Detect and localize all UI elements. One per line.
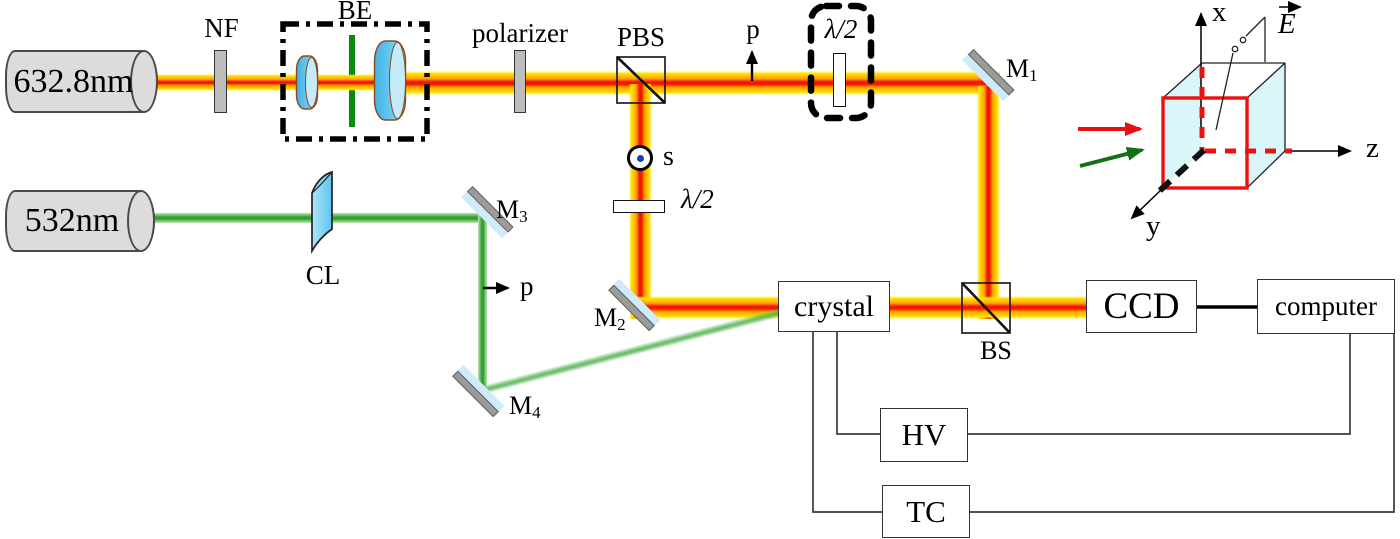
x-axis-label: x bbox=[1212, 0, 1227, 28]
halfwave-plate-top bbox=[833, 53, 846, 107]
laser-532nm-label: 532nm bbox=[24, 202, 120, 239]
be-lens-small bbox=[295, 55, 319, 110]
be-lens-large bbox=[373, 40, 407, 121]
pbs-label: PBS bbox=[616, 22, 666, 52]
laser-632nm-label: 632.8nm bbox=[13, 62, 134, 100]
laser-532nm: 532nm bbox=[5, 190, 155, 252]
wire-tc-computer bbox=[970, 334, 1395, 513]
polarizer-label: polarizer bbox=[472, 18, 568, 48]
computer-label: computer bbox=[1275, 291, 1377, 321]
polarizer-plate bbox=[514, 50, 526, 113]
halfwave-top-label: λ/2 bbox=[824, 14, 858, 44]
green-input-arrow bbox=[1079, 146, 1145, 168]
m3-label: M3 bbox=[496, 195, 528, 226]
cylindrical-lens bbox=[311, 170, 333, 255]
cube-left-face bbox=[1163, 63, 1202, 188]
halfwave-plate-mid bbox=[613, 200, 665, 213]
y-axis-label: y bbox=[1146, 210, 1161, 242]
s-label: s bbox=[663, 141, 674, 172]
green-beam-vertical bbox=[478, 214, 487, 392]
wire-crystal-hv bbox=[836, 332, 880, 435]
crystal-box: crystal bbox=[778, 281, 890, 332]
laser-632nm: 632.8nm bbox=[5, 50, 158, 113]
wire-hv-computer bbox=[968, 334, 1351, 435]
e-field-label: E bbox=[1278, 8, 1296, 40]
laser-532nm-cap bbox=[127, 190, 155, 252]
p-top-label: p bbox=[746, 14, 760, 44]
bs-label: BS bbox=[980, 336, 1012, 365]
hv-box: HV bbox=[880, 408, 968, 462]
m4-label: M4 bbox=[509, 391, 541, 422]
wire-crystal-tc bbox=[812, 332, 882, 513]
ccd-label: CCD bbox=[1103, 286, 1180, 327]
cube-front-face-red bbox=[1161, 96, 1249, 190]
cube-back-edges bbox=[1162, 62, 1286, 189]
red-beam-thin bbox=[146, 74, 392, 91]
be-label: BE bbox=[337, 0, 373, 25]
s-polarization-icon bbox=[627, 145, 653, 171]
red-beam-m1-to-bs bbox=[977, 86, 1000, 319]
ccd-box: CCD bbox=[1086, 280, 1197, 333]
m1-label: M1 bbox=[1006, 54, 1038, 85]
s-polarization-dot bbox=[636, 154, 644, 162]
tc-box: TC bbox=[882, 485, 970, 538]
crystal-orientation-inset bbox=[1078, 1, 1352, 220]
cl-label: CL bbox=[305, 260, 341, 290]
z-axis-label: z bbox=[1366, 132, 1379, 164]
hv-label: HV bbox=[901, 417, 947, 452]
m2-label: M2 bbox=[594, 303, 626, 334]
crystal-label: crystal bbox=[794, 289, 874, 323]
laser-632nm-cap bbox=[130, 50, 158, 113]
e-field-switch bbox=[1215, 16, 1266, 131]
neutral-filter-plate bbox=[214, 50, 227, 113]
red-beam-expanded bbox=[390, 71, 1000, 95]
tc-label: TC bbox=[906, 493, 946, 529]
halfwave-mid-label: λ/2 bbox=[681, 184, 714, 214]
cube-right-face bbox=[1247, 63, 1285, 188]
nf-label: NF bbox=[204, 13, 239, 43]
black-dashed-y bbox=[1152, 147, 1207, 198]
p-green-label: p bbox=[520, 271, 534, 301]
computer-box: computer bbox=[1257, 279, 1395, 334]
